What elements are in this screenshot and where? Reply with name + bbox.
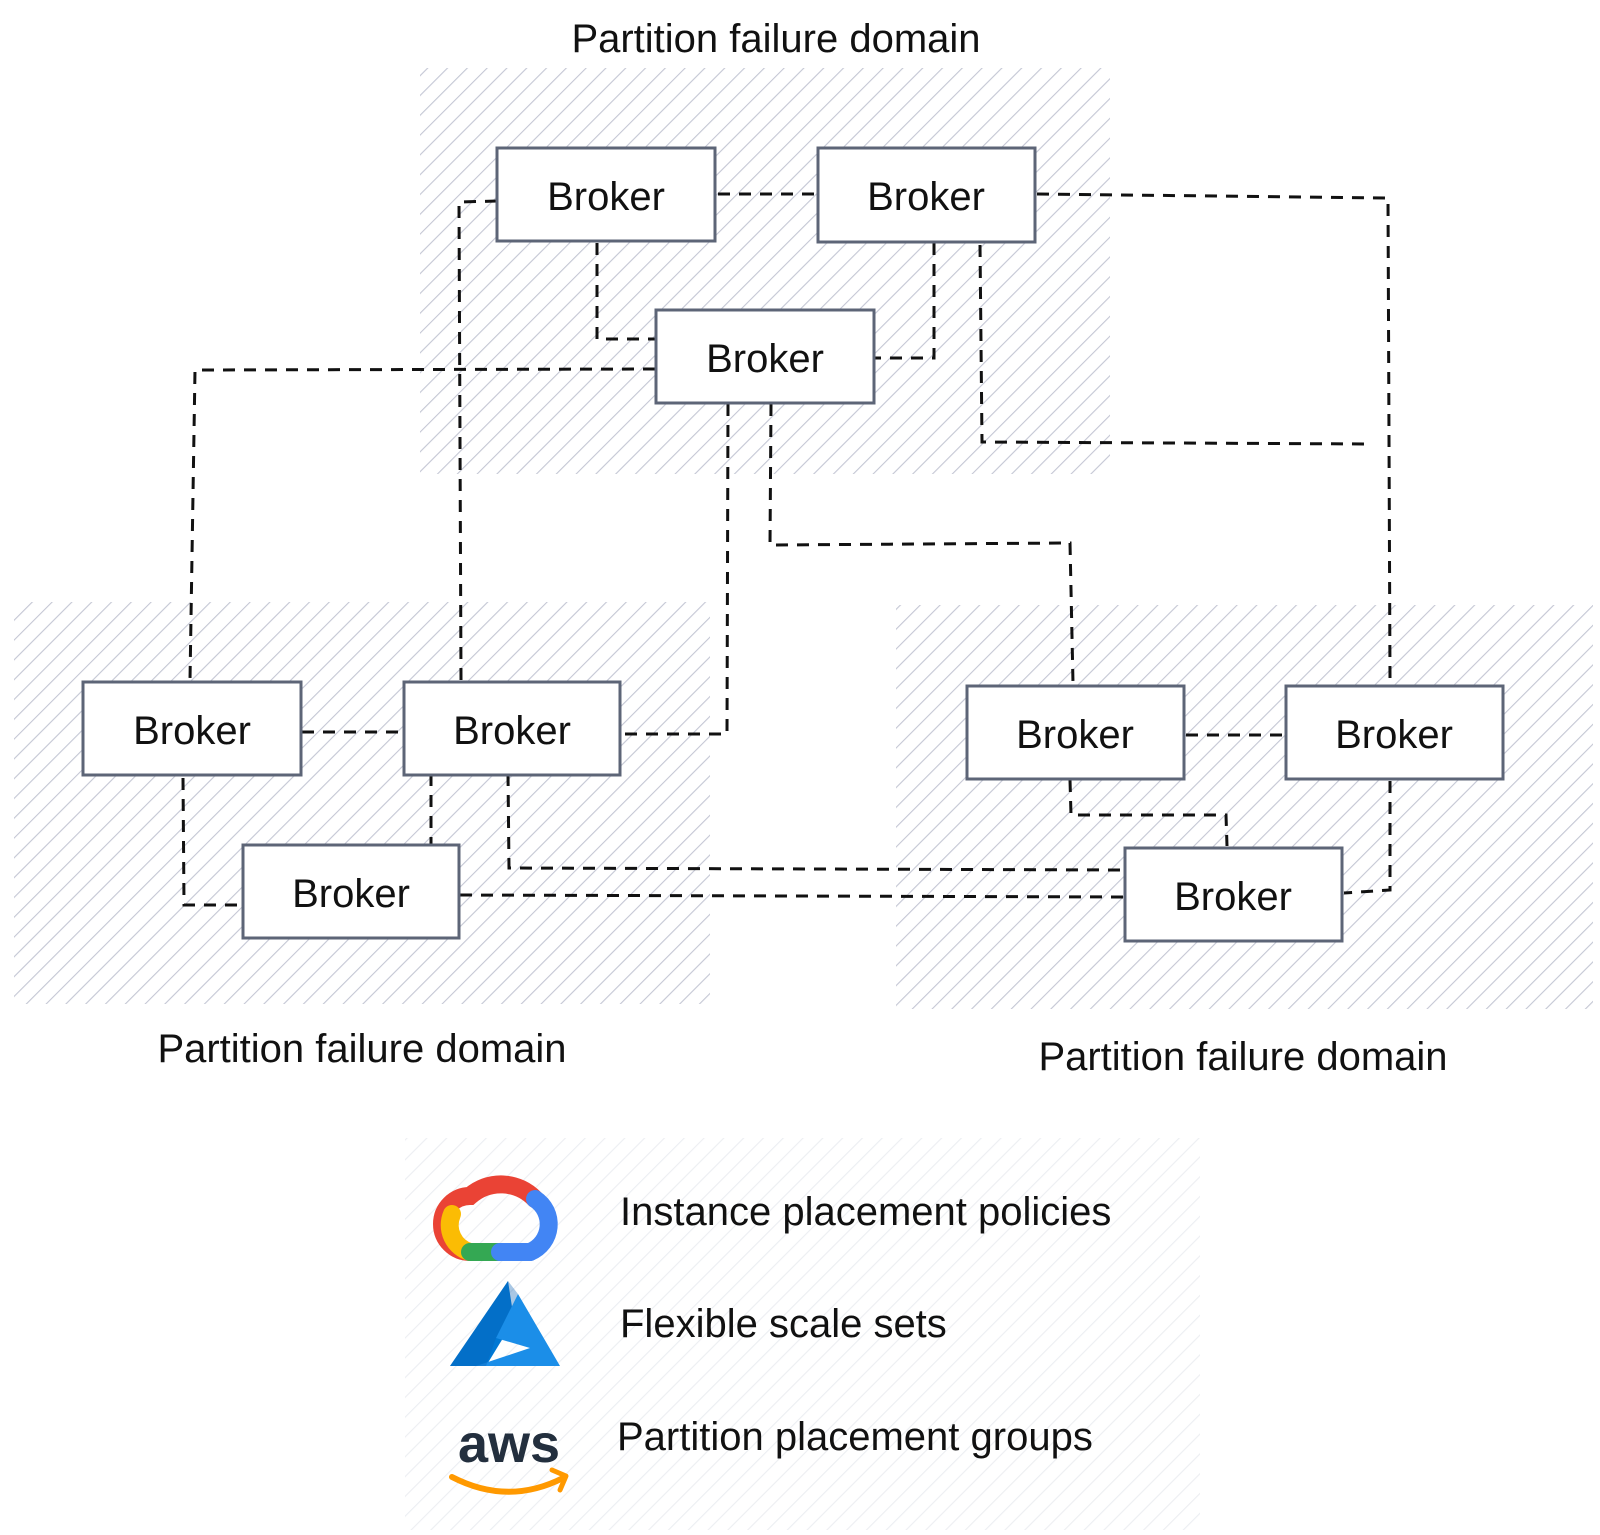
legend-label-google: Instance placement policies — [620, 1190, 1111, 1234]
broker-label: Broker — [706, 337, 824, 381]
google-cloud-icon — [433, 1175, 558, 1261]
broker-box — [495, 146, 717, 243]
domain-area-right — [896, 605, 1593, 1009]
legend-label-aws: Partition placement groups — [617, 1415, 1093, 1459]
broker-label: Broker — [1016, 713, 1134, 757]
link-left1-left3 — [181, 777, 243, 907]
broker-top-1: Broker — [495, 146, 717, 243]
broker-label: Broker — [1174, 875, 1292, 919]
broker-label: Broker — [133, 709, 251, 753]
broker-top-2: Broker — [816, 146, 1037, 244]
domain-label-left: Partition failure domain — [157, 1027, 566, 1071]
broker-label: Broker — [547, 175, 665, 219]
failure-domain-top: Partition failure domain — [420, 17, 1110, 474]
connections — [181, 192, 1392, 907]
link-left2-right3 — [506, 773, 1124, 872]
broker-right-3: Broker — [1123, 846, 1344, 943]
broker-label: Broker — [453, 709, 571, 753]
broker-box — [81, 680, 303, 777]
domain-area-left — [14, 602, 710, 1004]
domain-label-right: Partition failure domain — [1038, 1035, 1447, 1079]
broker-box — [1123, 846, 1344, 943]
broker-box — [816, 146, 1037, 244]
link-top3-left1 — [188, 367, 656, 681]
broker-label: Broker — [292, 872, 410, 916]
link-top2-loop — [978, 244, 1369, 446]
broker-top-3: Broker — [654, 308, 876, 405]
link-top3-right1 — [768, 403, 1075, 684]
aws-icon: aws — [449, 1414, 569, 1495]
broker-box — [1284, 684, 1505, 781]
broker-label: Broker — [1335, 713, 1453, 757]
broker-box — [241, 843, 461, 940]
legend: Instance placement policies Flexible sca… — [405, 1138, 1200, 1530]
broker-right-1: Broker — [965, 684, 1186, 781]
failure-domain-left: Partition failure domain — [14, 602, 710, 1071]
legend-label-azure: Flexible scale sets — [620, 1302, 947, 1346]
broker-box — [654, 308, 876, 405]
failure-domain-right: Partition failure domain — [896, 605, 1593, 1079]
link-right2-right3 — [1343, 781, 1392, 895]
broker-box — [402, 680, 622, 777]
link-right1-right3 — [1068, 779, 1229, 847]
aws-logo-text: aws — [458, 1414, 560, 1474]
link-top2-top3 — [875, 243, 936, 360]
broker-label: Broker — [867, 175, 985, 219]
link-left3-right3 — [459, 893, 1124, 899]
broker-left-1: Broker — [81, 680, 303, 777]
domain-label-top: Partition failure domain — [571, 17, 980, 61]
broker-right-2: Broker — [1284, 684, 1505, 781]
broker-left-3: Broker — [241, 843, 461, 940]
broker-box — [965, 684, 1186, 781]
domain-area-top — [420, 68, 1110, 474]
link-top3-left2 — [620, 403, 730, 736]
link-top1-top3 — [595, 243, 655, 341]
broker-left-2: Broker — [402, 680, 622, 777]
azure-icon — [450, 1281, 560, 1366]
